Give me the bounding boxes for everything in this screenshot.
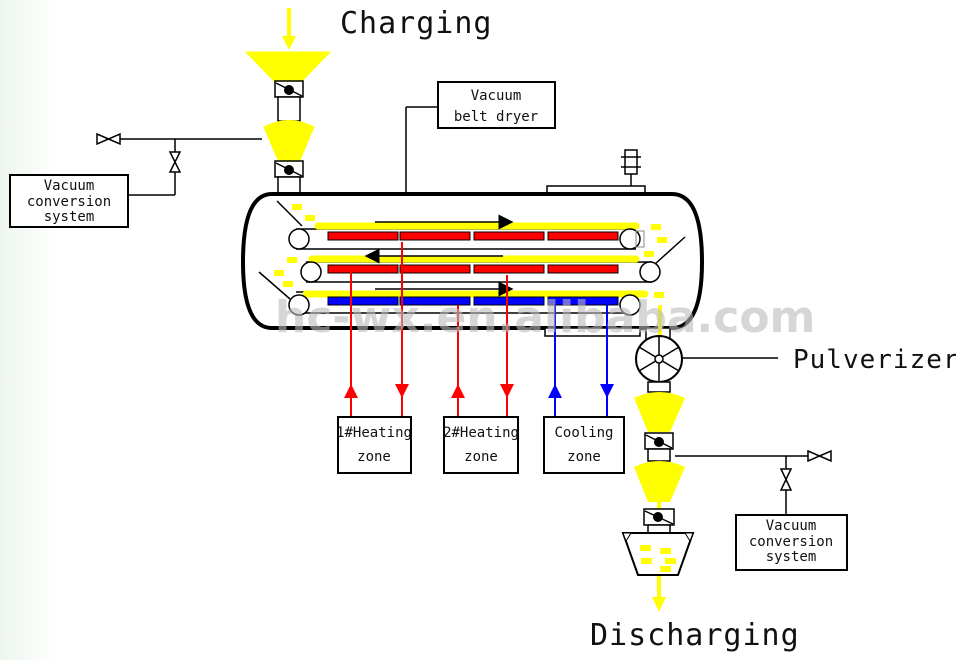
valve-icon[interactable] xyxy=(807,449,832,463)
discharging-label: Discharging xyxy=(590,618,800,653)
heating-cooling-plates xyxy=(327,231,619,306)
zone-box-heating-1: 1#Heating zone xyxy=(336,416,412,474)
svg-text:Cooling: Cooling xyxy=(554,425,613,441)
svg-text:system: system xyxy=(766,549,817,565)
vacuum-system-left-box: Vacuum conversion system xyxy=(9,174,129,228)
flow-arrow-down-icon xyxy=(600,384,614,398)
svg-text:zone: zone xyxy=(357,449,391,465)
scraper xyxy=(654,236,686,265)
heating-plate xyxy=(327,264,399,274)
valve-icon[interactable] xyxy=(779,468,793,491)
svg-text:zone: zone xyxy=(464,449,498,465)
rotary-valve-icon xyxy=(274,160,304,178)
vacuum-line-left xyxy=(120,138,262,196)
pulverizer-icon xyxy=(635,335,683,383)
bottom-housing xyxy=(544,327,641,337)
svg-text:conversion: conversion xyxy=(749,534,833,550)
rotary-valve-icon xyxy=(643,508,675,526)
feed-hopper xyxy=(244,51,332,82)
feed-pipe xyxy=(277,96,301,122)
svg-text:1#Heating: 1#Heating xyxy=(336,425,412,441)
thermal-pipes xyxy=(344,242,614,417)
svg-text:zone: zone xyxy=(567,449,601,465)
rotary-valve-icon xyxy=(274,80,304,98)
svg-text:2#Heating: 2#Heating xyxy=(443,425,519,441)
roller-icon xyxy=(619,294,641,316)
rotary-valve-icon xyxy=(644,432,674,450)
watermark: hc-wx.en.alibaba.com xyxy=(275,292,815,343)
zone-box-heating-2: 2#Heating zone xyxy=(443,416,519,474)
connector-pipe xyxy=(647,448,671,462)
scraper xyxy=(276,200,303,227)
discharging-arrow xyxy=(652,576,666,612)
connector-pipe xyxy=(647,524,671,534)
rollers xyxy=(288,228,661,316)
heating-plate xyxy=(473,231,545,241)
zone-box-cooling: Cooling zone xyxy=(543,416,625,474)
flow-arrow-up-icon xyxy=(548,384,562,398)
flow-arrow-up-icon xyxy=(344,384,358,398)
valve-icon[interactable] xyxy=(168,151,182,173)
inlet-pipe xyxy=(277,176,301,194)
material-particles xyxy=(274,204,667,298)
heating-plate xyxy=(327,231,399,241)
svg-text:system: system xyxy=(44,209,95,225)
cooling-plate xyxy=(327,296,399,306)
pulverizer-label: Pulverizer xyxy=(793,345,956,375)
svg-text:Vacuum: Vacuum xyxy=(471,88,522,104)
charging-arrow xyxy=(282,8,296,50)
heating-plate xyxy=(399,264,471,274)
connector-pipe xyxy=(647,381,671,393)
discharge-container xyxy=(621,532,695,576)
heating-plate xyxy=(547,231,619,241)
svg-text:Vacuum: Vacuum xyxy=(44,178,95,194)
buffer-hopper-lower xyxy=(634,461,685,502)
cooling-plate xyxy=(399,296,471,306)
svg-text:Vacuum: Vacuum xyxy=(766,518,817,534)
heating-plate xyxy=(473,264,545,274)
svg-text:belt dryer: belt dryer xyxy=(454,109,538,125)
buffer-hopper xyxy=(263,120,315,161)
roller-icon xyxy=(300,261,322,283)
flow-arrow-down-icon xyxy=(500,384,514,398)
roller-icon xyxy=(288,294,310,316)
valve-icon[interactable] xyxy=(96,132,121,146)
scraper xyxy=(258,271,291,300)
cooling-plate xyxy=(547,296,619,306)
flow-arrow-up-icon xyxy=(451,384,465,398)
roller-icon xyxy=(288,228,310,250)
dryer-label-box: Vacuum belt dryer xyxy=(405,81,556,194)
heating-plate xyxy=(399,231,471,241)
heating-plate xyxy=(547,264,619,274)
cooling-plate xyxy=(473,296,545,306)
buffer-hopper-lower xyxy=(634,392,685,432)
roller-icon xyxy=(639,261,661,283)
flow-arrow-down-icon xyxy=(395,384,409,398)
svg-text:conversion: conversion xyxy=(27,194,111,210)
roller-icon xyxy=(619,228,641,250)
charging-label: Charging xyxy=(340,6,493,41)
vacuum-system-right-box: Vacuum conversion system xyxy=(735,514,848,571)
